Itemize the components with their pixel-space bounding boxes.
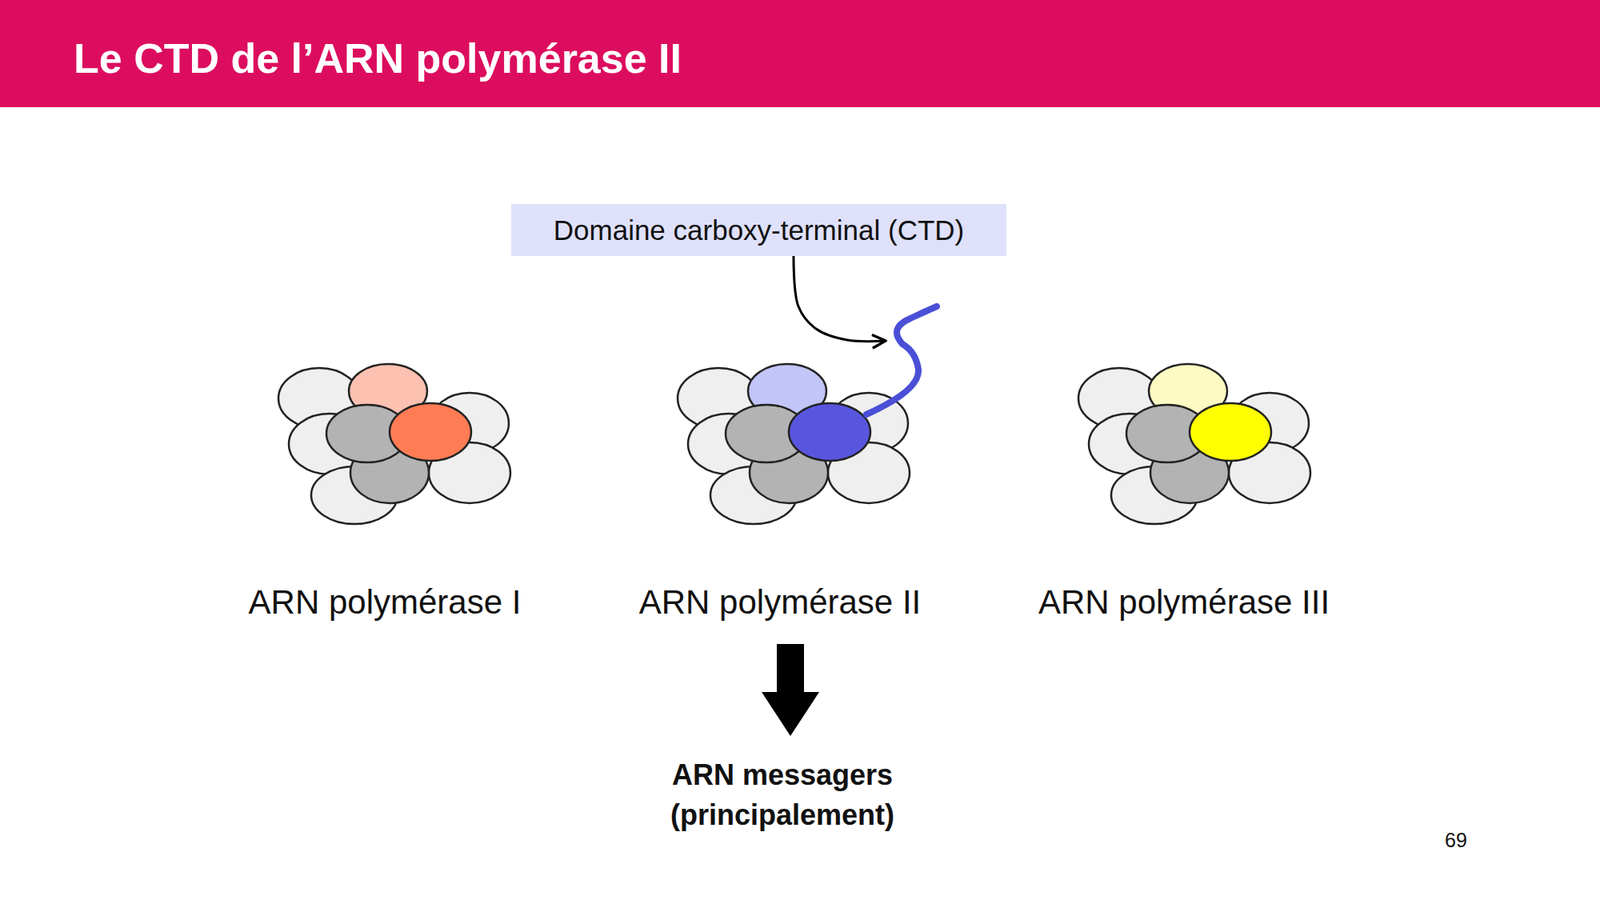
- polymerase-node: ARN polymérase I: [224, 340, 545, 644]
- product-node: ARN messagers (principalement): [646, 736, 919, 836]
- slide-title: Le CTD de l’ARN polymérase II: [73, 0, 682, 117]
- ctd-tail: [866, 306, 937, 415]
- polymerase-node: ARN polymérase III: [1024, 340, 1344, 644]
- product-label: ARN messagers (principalement): [646, 755, 919, 836]
- flow-arrow: [761, 644, 820, 736]
- callout-text: Domaine carboxy-terminal (CTD): [553, 214, 964, 247]
- polymerase-shape: [677, 364, 910, 524]
- callout-box: Domaine carboxy-terminal (CTD): [511, 204, 1007, 256]
- polymerase-label: ARN polymérase II: [639, 582, 921, 623]
- polymerase-shape: [278, 364, 511, 524]
- annotation-arrow: [793, 256, 886, 342]
- polymerase-label: ARN polymérase III: [1038, 582, 1330, 623]
- polymerase-shape: [1078, 364, 1311, 524]
- polymerase-label: ARN polymérase I: [248, 582, 522, 623]
- page-number: 69: [1444, 828, 1468, 852]
- polymerase-node: ARN polymérase II: [620, 340, 940, 644]
